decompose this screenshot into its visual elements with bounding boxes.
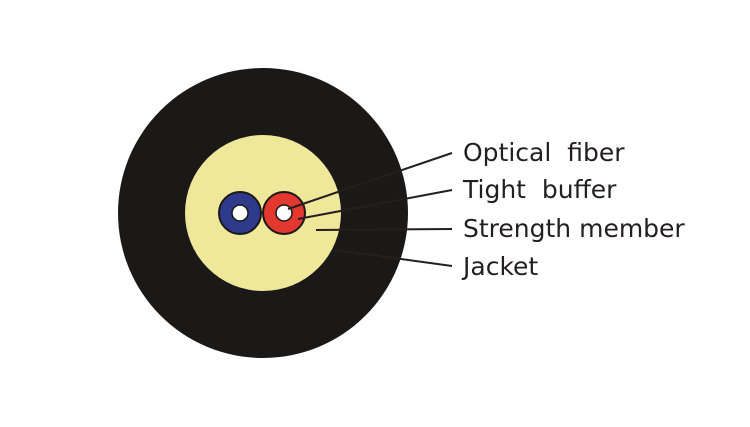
label-optical-fiber: Optical fiber (463, 138, 625, 167)
leader-line-optical-fiber (287, 152, 453, 210)
leader-line-tight-buffer (297, 189, 453, 220)
leader-line-jacket (334, 249, 453, 267)
label-jacket: Jacket (461, 252, 538, 281)
leader-line-strength-member (315, 228, 453, 231)
label-strength-member: Strength member (463, 214, 685, 243)
optical-fiber-left (231, 204, 249, 222)
label-tight-buffer: Tight buffer (462, 175, 617, 204)
